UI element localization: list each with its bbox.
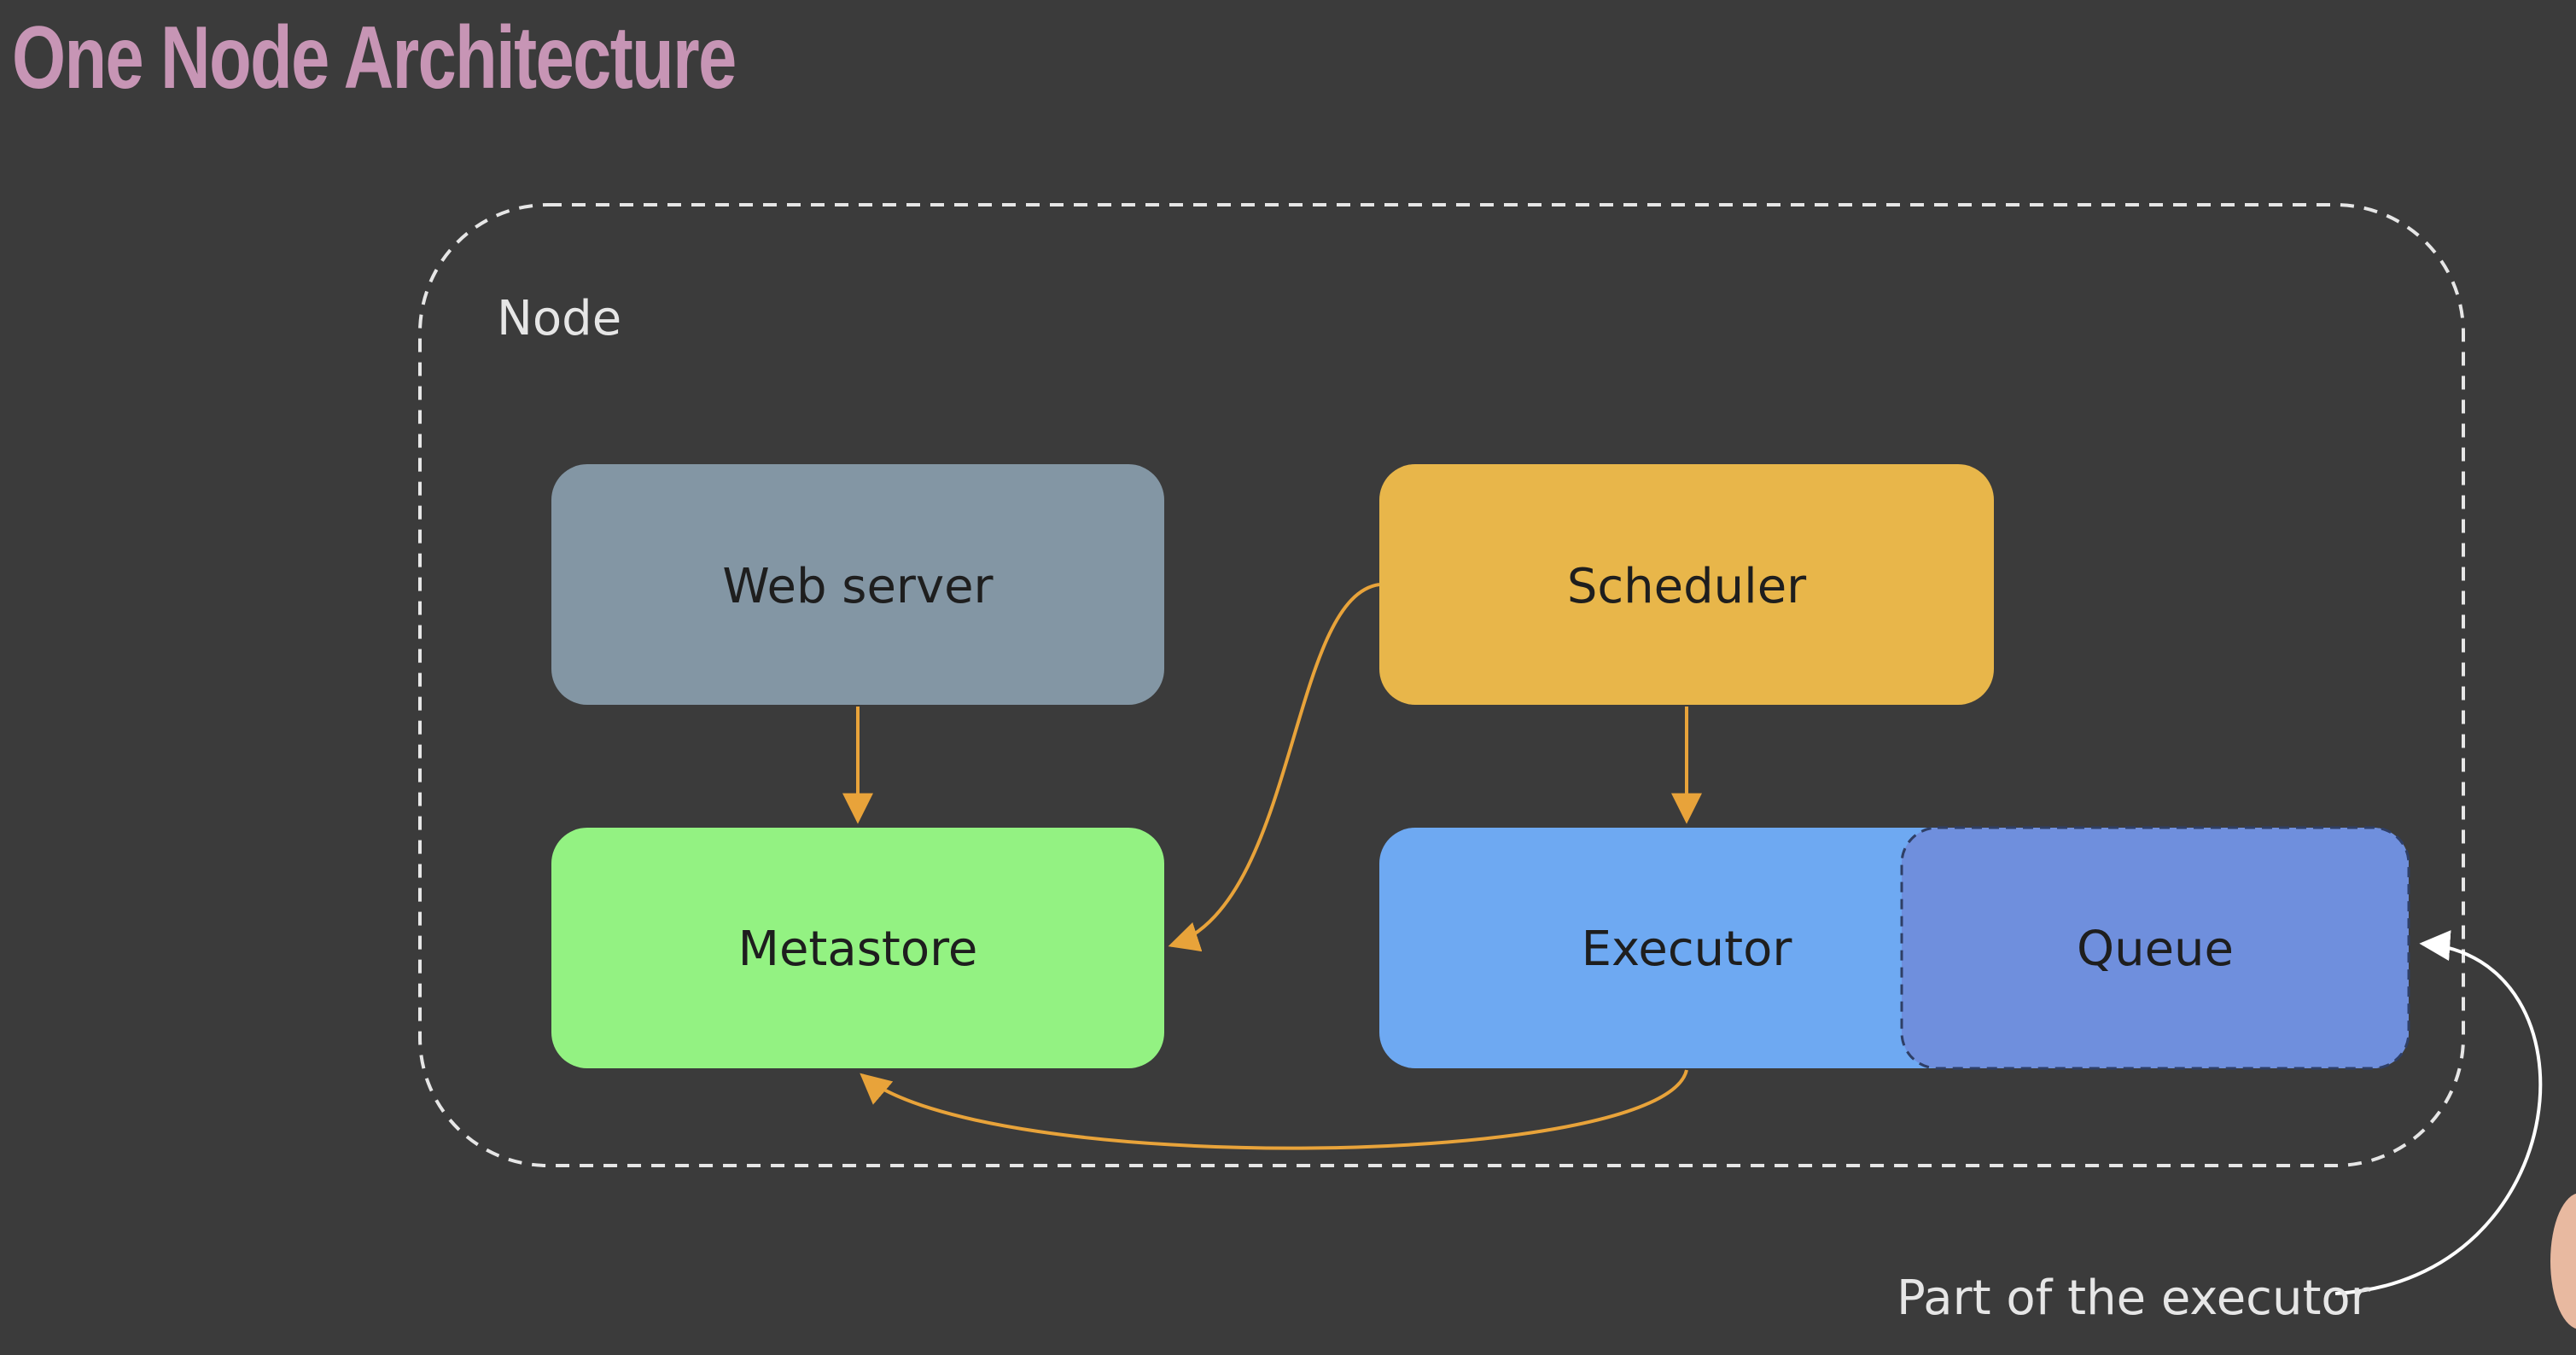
metastore-label: Metastore xyxy=(738,922,978,977)
node-container xyxy=(418,203,2465,1167)
metastore-box: Metastore xyxy=(551,828,1164,1068)
arrow-executor-to-metastore xyxy=(860,1069,1688,1150)
queue-box: Queue xyxy=(1900,826,2410,1070)
arrow-scheduler-to-metastore xyxy=(1168,583,1380,952)
arrow-note-to-queue xyxy=(2334,930,2543,1295)
node-label: Node xyxy=(497,291,621,346)
queue-label: Queue xyxy=(2077,922,2234,977)
annotation-label: Part of the executor xyxy=(1897,1271,2371,1326)
scheduler-box: Scheduler xyxy=(1379,464,1994,705)
scheduler-label: Scheduler xyxy=(1567,559,1807,614)
web-server-box: Web server xyxy=(551,464,1164,705)
executor-label: Executor xyxy=(1582,922,1793,977)
page-title: One Node Architecture xyxy=(12,9,737,108)
web-server-label: Web server xyxy=(722,559,994,614)
